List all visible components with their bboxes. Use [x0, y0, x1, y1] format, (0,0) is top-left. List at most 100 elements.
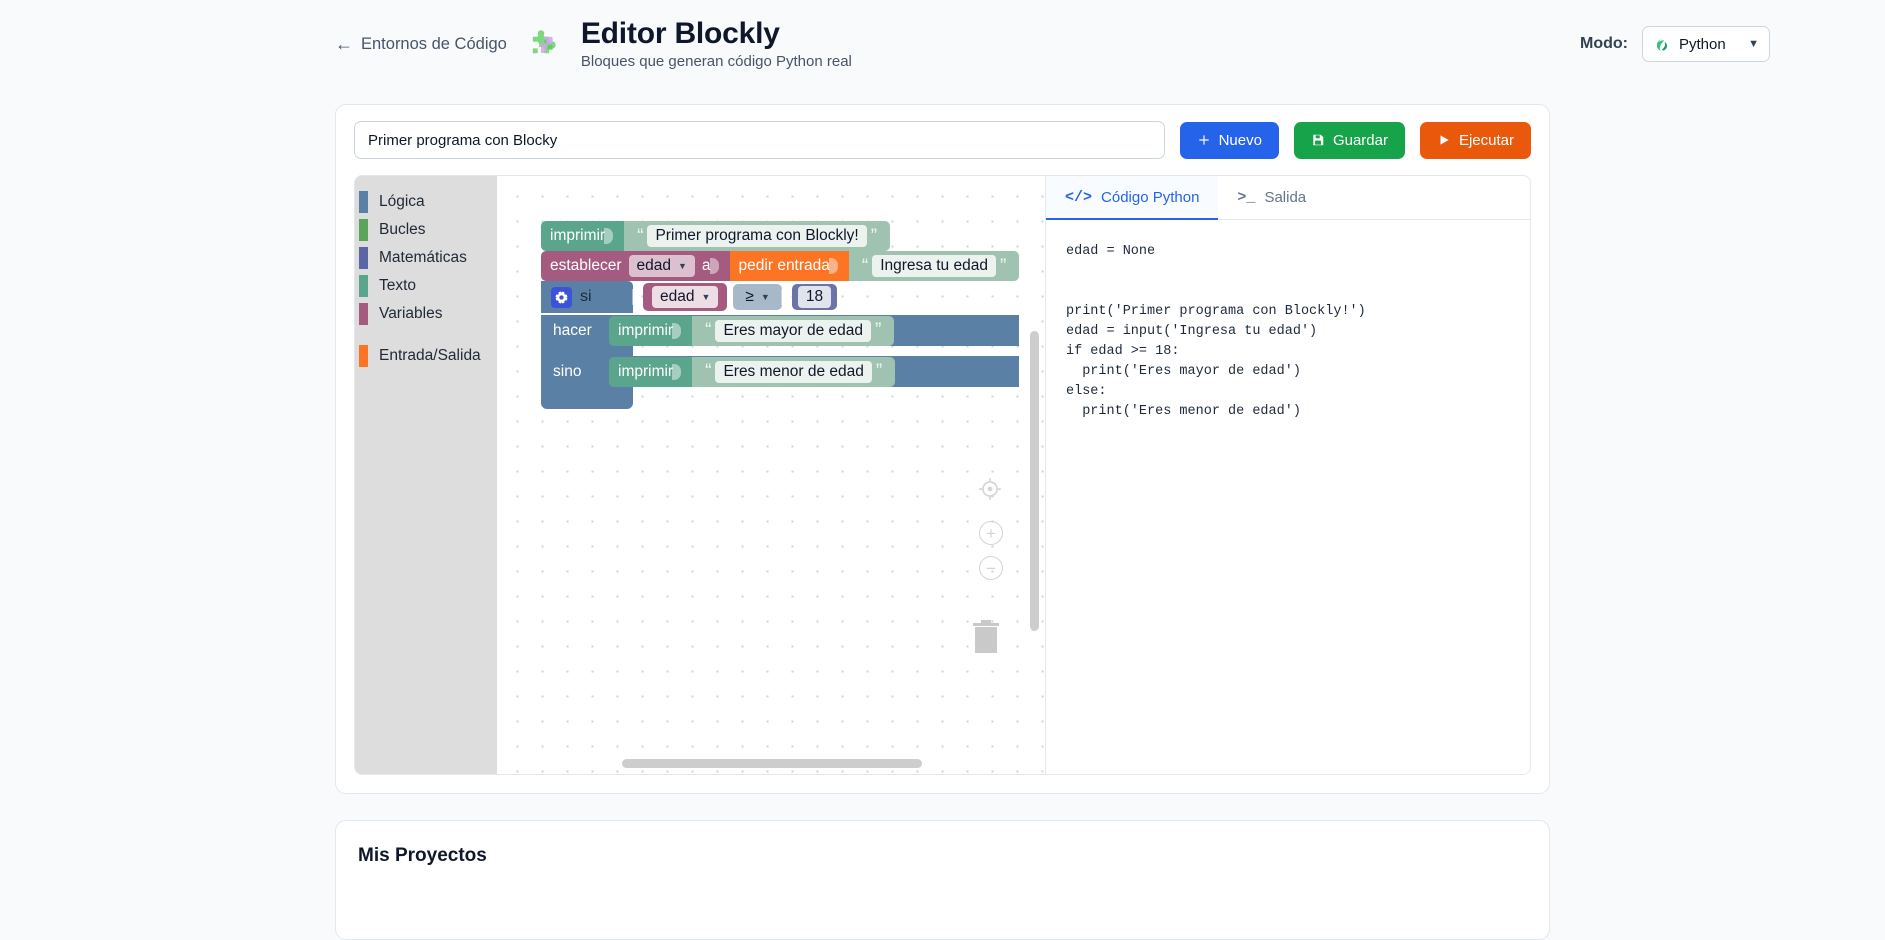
comparison-operator-block[interactable]: ≥ ▼ [733, 284, 782, 310]
block-print-hello[interactable]: imprimir “ Primer programa con Blockly! … [541, 221, 1019, 251]
category-color-swatch [359, 275, 368, 297]
do-label: hacer [553, 321, 592, 339]
text-block-value[interactable]: Eres mayor de edad [715, 319, 872, 342]
variable-name: edad [660, 288, 695, 305]
toolbox-item-label: Entrada/Salida [379, 347, 481, 364]
print-block[interactable]: imprimir [541, 221, 625, 251]
run-button[interactable]: Ejecutar [1419, 121, 1531, 159]
chevron-down-icon: ▼ [701, 292, 711, 302]
toolbox-item-variables[interactable]: Variables [355, 300, 497, 328]
input-prompt-block[interactable]: pedir entrada [729, 251, 849, 281]
if-condition-row: edad ▼ ≥ ▼ [632, 282, 838, 312]
else-label: sino [553, 362, 582, 380]
code-brackets-icon: </> [1065, 189, 1093, 206]
set-block-to-label: a [701, 257, 711, 274]
tab-label: Salida [1264, 189, 1307, 206]
toolbox-item-matematicas[interactable]: Matemáticas [355, 244, 497, 272]
back-link-label: Entornos de Código [361, 34, 507, 53]
toolbox-item-logica[interactable]: Lógica [355, 188, 497, 216]
number-value[interactable]: 18 [797, 286, 832, 308]
if-block-label: si [580, 288, 592, 305]
code-panel-tabs: </> Código Python >_ Salida [1046, 176, 1530, 220]
mode-select[interactable]: Python ▼ [1642, 26, 1770, 62]
block-if-else[interactable]: si edad ▼ [541, 281, 1020, 409]
page-title: Editor Blockly [580, 16, 780, 50]
quote-open-icon: “ [705, 320, 712, 341]
text-block[interactable]: “ Primer programa con Blockly! ” [624, 221, 891, 251]
variable-getter-block[interactable]: edad ▼ [643, 283, 728, 311]
workspace-scrollbar-vertical[interactable] [1030, 331, 1039, 631]
set-variable-block[interactable]: establecer edad ▼ a [541, 251, 730, 281]
trash-can-icon[interactable] [969, 616, 1003, 656]
mode-selector-group: Modo: Python ▼ [1580, 26, 1770, 62]
projects-title: Mis Proyectos [358, 845, 487, 866]
plus-icon [1197, 133, 1211, 147]
text-block-value[interactable]: Ingresa tu edad [872, 255, 996, 277]
operator-dropdown[interactable]: ≥ ▼ [742, 288, 772, 306]
project-name-input[interactable] [354, 121, 1165, 159]
toolbox-item-entrada-salida[interactable]: Entrada/Salida [355, 342, 497, 370]
new-button[interactable]: Nuevo [1179, 121, 1279, 159]
text-block-value[interactable]: Primer programa con Blockly! [647, 225, 867, 247]
code-panel: </> Código Python >_ Salida edad = None … [1045, 176, 1530, 774]
blockly-workspace-column: Lógica Bucles Matemáticas Texto Variable… [355, 176, 1045, 774]
category-color-swatch [359, 303, 368, 325]
value-socket [780, 282, 792, 312]
text-block-value[interactable]: Eres menor de edad [715, 360, 872, 383]
if-block-header[interactable]: si [541, 281, 633, 313]
center-target-icon[interactable] [977, 476, 1003, 507]
chevron-down-icon: ▼ [760, 292, 770, 302]
text-block[interactable]: “ Eres menor de edad ” [692, 356, 896, 387]
toolbox-item-label: Texto [379, 277, 417, 294]
set-block-label: establecer [550, 257, 622, 274]
variable-dropdown[interactable]: edad ▼ [628, 255, 695, 277]
variable-dropdown[interactable]: edad ▼ [652, 286, 719, 308]
value-socket [604, 221, 615, 251]
mode-label: Modo: [1580, 35, 1628, 52]
zoom-in-icon[interactable]: + [979, 521, 1003, 545]
category-color-swatch [359, 219, 368, 241]
tab-label: Código Python [1101, 189, 1200, 206]
editor-area: Lógica Bucles Matemáticas Texto Variable… [354, 175, 1531, 775]
block-set-variable[interactable]: establecer edad ▼ a pedir entrada [541, 251, 1020, 281]
python-code-output: edad = None print('Primer programa con B… [1066, 244, 1366, 419]
save-button[interactable]: Guardar [1293, 121, 1405, 159]
quote-close-icon: ” [875, 361, 883, 382]
puzzle-piece-icon [532, 30, 556, 54]
blockly-toolbox: Lógica Bucles Matemáticas Texto Variable… [355, 176, 497, 774]
page-subtitle: Bloques que generan código Python real [580, 53, 852, 71]
if-block-footer [541, 387, 633, 409]
value-socket [672, 357, 683, 387]
play-icon [1437, 133, 1451, 147]
quote-close-icon: ” [999, 255, 1007, 277]
new-button-label: Nuevo [1218, 131, 1262, 149]
blockly-canvas[interactable]: imprimir “ Primer programa con Blockly! … [497, 176, 1045, 774]
toolbox-item-label: Bucles [379, 221, 426, 238]
tab-codigo-python[interactable]: </> Código Python [1046, 176, 1219, 220]
terminal-icon: >_ [1237, 189, 1256, 206]
zoom-out-icon[interactable]: − [979, 556, 1003, 580]
tab-salida[interactable]: >_ Salida [1218, 176, 1325, 219]
value-socket [672, 316, 683, 346]
workspace-scrollbar-horizontal[interactable] [622, 759, 922, 768]
number-block[interactable]: 18 [791, 284, 838, 310]
mode-value: Python [1679, 35, 1726, 53]
text-block[interactable]: “ Eres mayor de edad ” [692, 315, 895, 346]
editor-card: Nuevo Guardar Ejecutar [335, 104, 1550, 794]
python-leaf-icon [1656, 37, 1668, 51]
category-color-swatch [359, 345, 368, 367]
toolbox-item-bucles[interactable]: Bucles [355, 216, 497, 244]
projects-card: Mis Proyectos [335, 820, 1550, 940]
zoom-out-glyph: − [986, 558, 996, 578]
gear-icon[interactable] [551, 286, 572, 308]
print-block[interactable]: imprimir [609, 315, 693, 346]
text-block[interactable]: “ Ingresa tu edad ” [848, 251, 1020, 281]
input-block-label: pedir entrada [738, 257, 830, 274]
value-socket [632, 282, 643, 312]
chevron-down-icon: ▼ [1748, 38, 1759, 50]
print-block-label: imprimir [618, 321, 674, 339]
back-to-environments-link[interactable]: ← Entornos de Código [335, 35, 507, 54]
quote-open-icon: “ [861, 255, 869, 277]
print-block[interactable]: imprimir [609, 356, 693, 387]
toolbox-item-texto[interactable]: Texto [355, 272, 497, 300]
